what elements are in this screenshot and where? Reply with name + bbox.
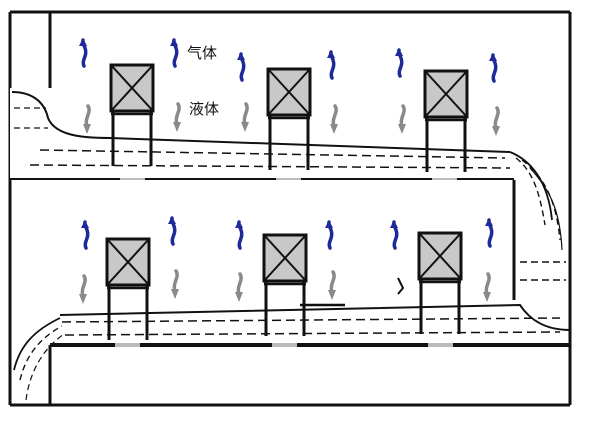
gas-arrow-icon xyxy=(166,214,178,246)
heater-unit xyxy=(262,233,308,338)
liquid-arrow-icon xyxy=(326,270,338,302)
lower-tray xyxy=(13,303,571,401)
gas-arrow-icon xyxy=(325,48,337,80)
heater-units xyxy=(105,63,469,342)
gas-arrow-icon xyxy=(79,218,91,250)
liquid-arrow-icon xyxy=(77,274,89,306)
liquid-arrows xyxy=(77,102,502,306)
liquid-label: 液体 xyxy=(189,100,219,118)
liquid-arrow-icon xyxy=(328,104,340,136)
liquid-arrow-icon xyxy=(397,277,405,295)
heater-unit xyxy=(105,237,151,342)
gas-arrow-icon xyxy=(393,46,405,78)
liquid-arrow-icon xyxy=(233,272,245,304)
liquid-arrow-icon xyxy=(81,104,93,136)
liquid-arrow-icon xyxy=(171,102,183,134)
gas-arrow-icon xyxy=(77,36,89,68)
gas-arrow-icon xyxy=(487,51,499,83)
gas-arrow-icon xyxy=(388,218,400,250)
liquid-arrow-icon xyxy=(239,102,251,134)
gas-arrow-icon xyxy=(168,36,180,68)
liquid-arrow-icon xyxy=(481,272,493,304)
gas-arrow-icon xyxy=(323,218,335,250)
vessel-walls xyxy=(8,10,572,407)
liquid-arrow-icon xyxy=(169,269,181,301)
gas-arrow-icon xyxy=(483,216,495,248)
liquid-arrow-icon xyxy=(396,104,408,136)
gas-arrow-icon xyxy=(233,218,245,250)
liquid-arrow-icon xyxy=(490,106,502,138)
gas-arrow-icon xyxy=(235,50,247,82)
gas-label: 气体 xyxy=(187,44,217,62)
overflow-weir xyxy=(509,151,566,281)
